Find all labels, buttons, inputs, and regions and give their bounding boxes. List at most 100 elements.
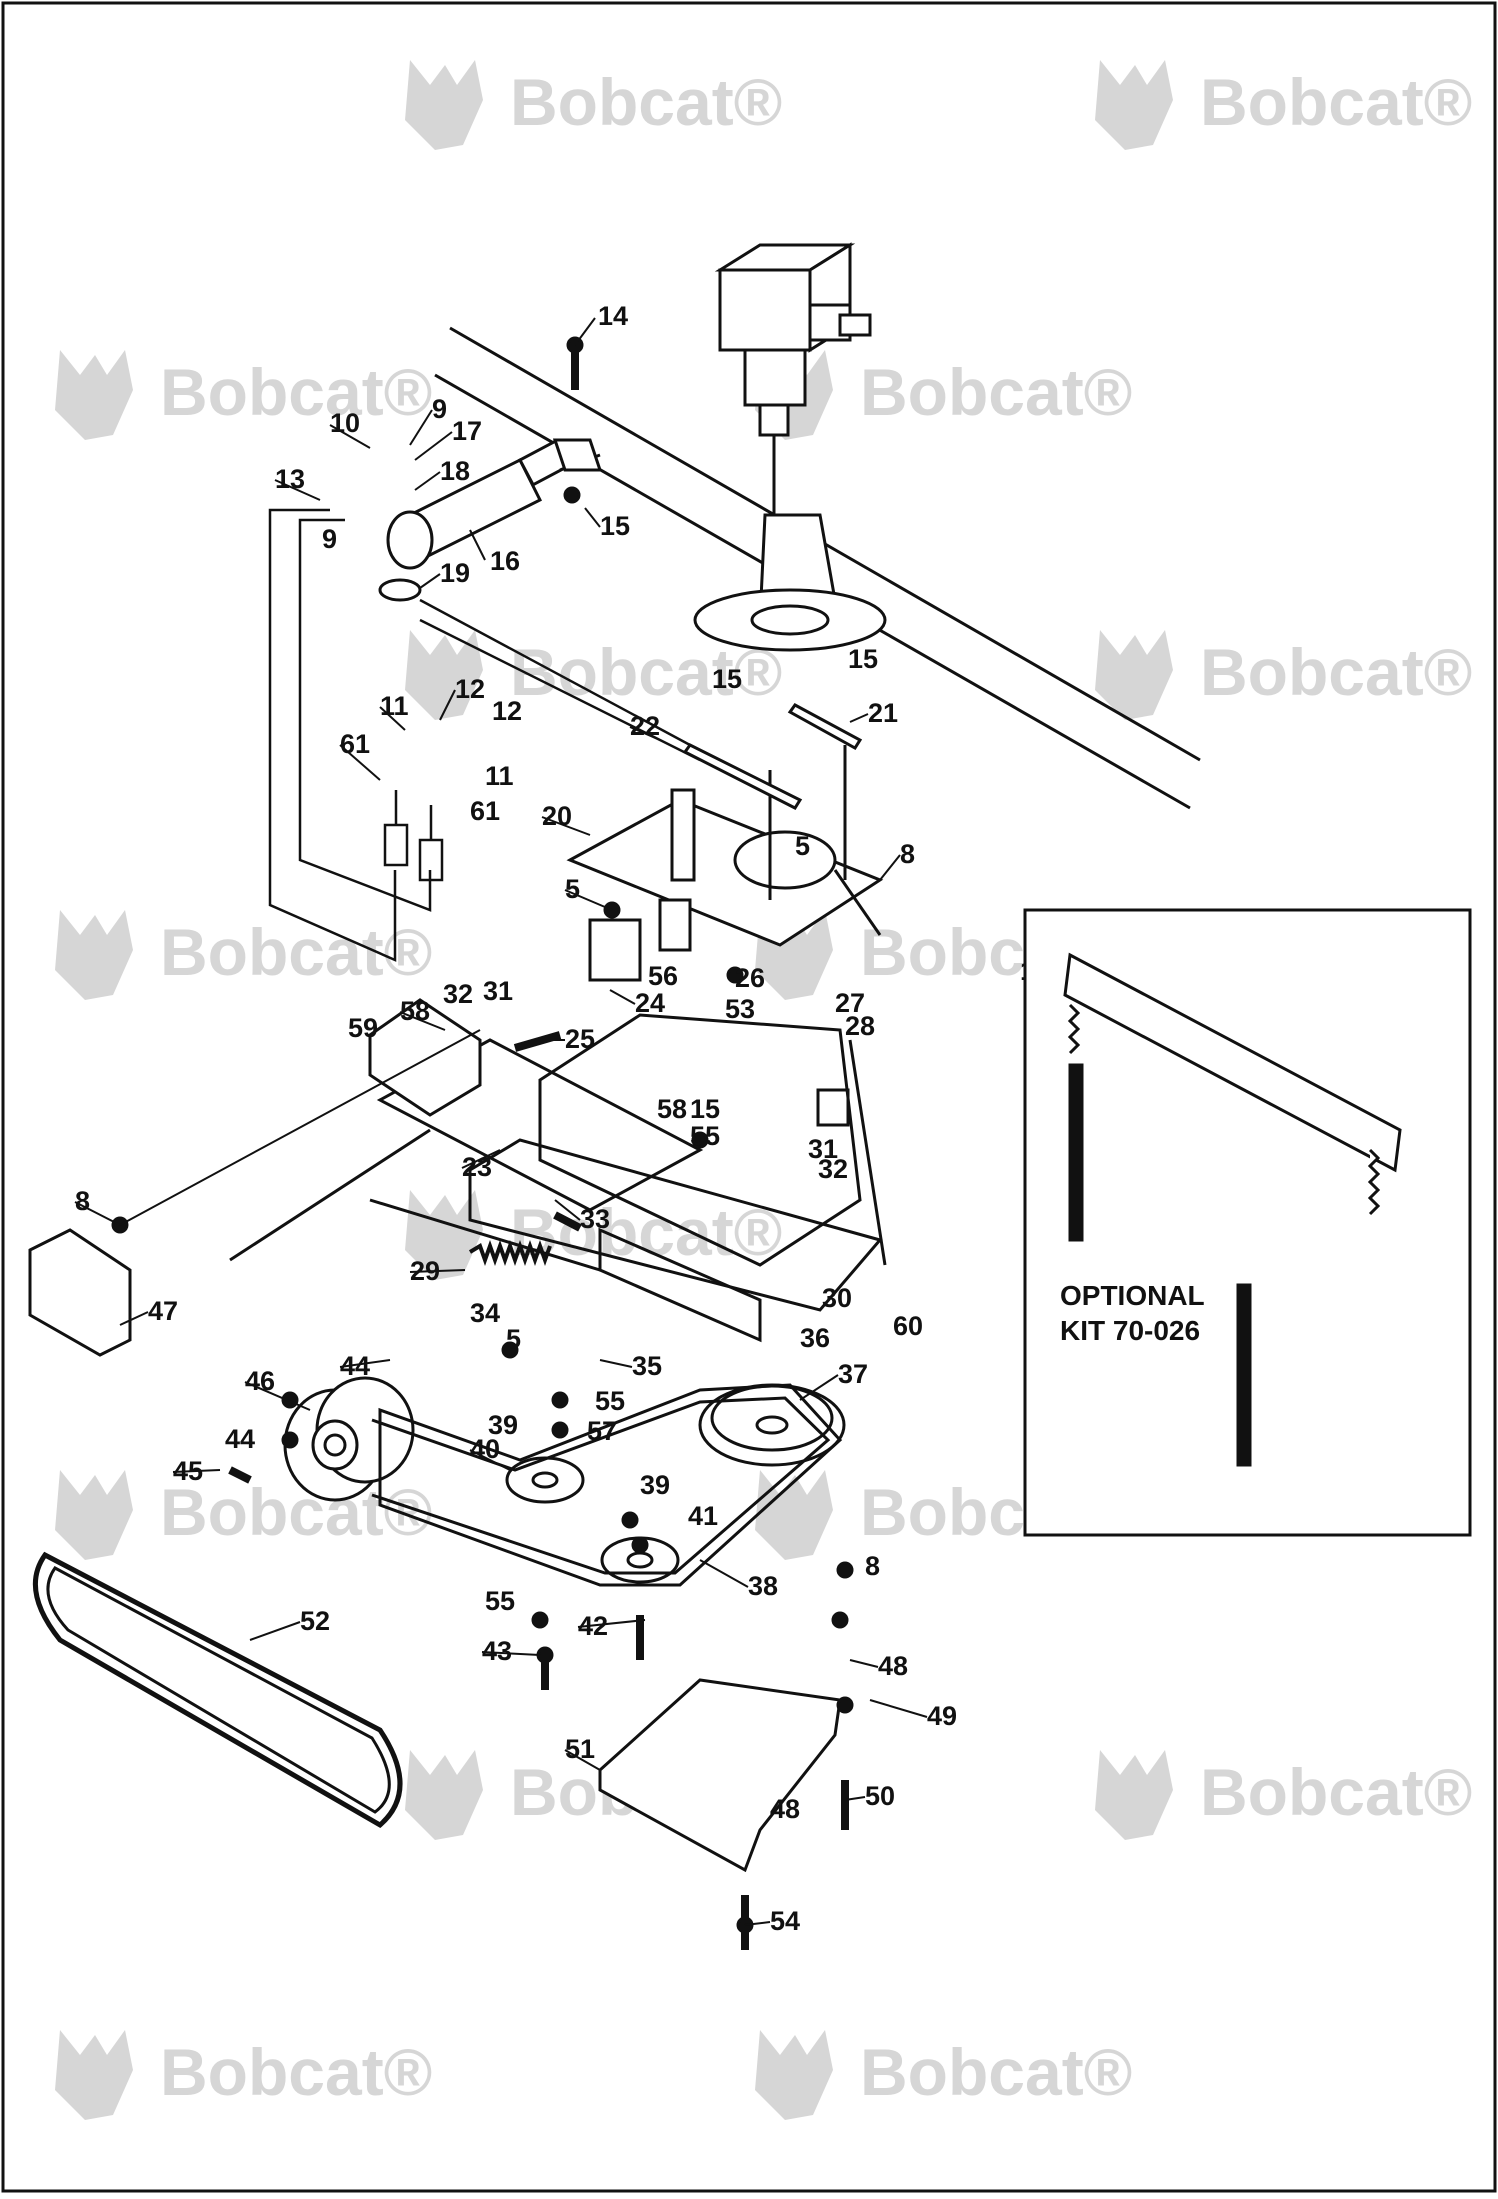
nut-fastener	[631, 1536, 649, 1554]
part-callout-47: 47	[148, 1296, 178, 1326]
part-callout-5: 5	[506, 1324, 521, 1354]
bobcat-watermark-logo: Bobcat®	[55, 1470, 432, 1560]
nut-fastener	[831, 1611, 849, 1629]
leader-line	[172, 1469, 221, 1473]
part-callout-48: 48	[770, 1794, 800, 1824]
part-callout-15: 15	[848, 644, 878, 674]
part-callout-22: 22	[630, 711, 660, 741]
part-callout-15: 15	[600, 511, 630, 541]
idler-pulley-41	[600, 1536, 680, 1584]
leader-line	[469, 1449, 511, 1471]
callout-labels: 1122345555678888991011111212131415151515…	[75, 301, 1437, 1936]
leader-line	[584, 507, 601, 528]
leader-line	[844, 1796, 866, 1801]
nut-fastener	[836, 1696, 854, 1714]
leader-line	[249, 1621, 301, 1641]
watermark-text: Bobcat®	[1200, 1755, 1472, 1829]
watermark-text: Bobcat®	[860, 2035, 1132, 2109]
nut-fastener	[551, 1421, 569, 1439]
leader-line	[119, 1029, 481, 1226]
part-callout-37: 37	[838, 1359, 868, 1389]
part-callout-15: 15	[690, 1094, 720, 1124]
part-callout-14: 14	[598, 301, 628, 331]
part-callout-55: 55	[690, 1121, 720, 1151]
bolt-fastener	[513, 1031, 562, 1052]
bobcat-watermark-logo: Bobcat®	[755, 2030, 1132, 2120]
part-callout-50: 50	[865, 1781, 895, 1811]
part-callout-43: 43	[482, 1636, 512, 1666]
spring-34	[468, 1240, 552, 1266]
idler-pulley-40	[505, 1456, 585, 1504]
part-callout-5: 5	[565, 874, 580, 904]
belt-38	[371, 1383, 843, 1587]
part-callout-19: 19	[440, 558, 470, 588]
hydraulic-hoses	[268, 508, 701, 962]
part-callout-25: 25	[565, 1024, 595, 1054]
nut-fastener	[281, 1431, 299, 1449]
leader-line	[744, 1921, 771, 1926]
part-callout-8: 8	[865, 1551, 880, 1581]
bracket-47	[28, 998, 482, 1357]
watermark-text: Bobcat®	[160, 2035, 432, 2109]
part-callout-56: 56	[648, 961, 678, 991]
kit-bar-3	[1063, 952, 1402, 1173]
part-callout-46: 46	[245, 1366, 275, 1396]
part-callout-61: 61	[340, 729, 370, 759]
leader-line	[274, 479, 321, 501]
part-callout-52: 52	[300, 1606, 330, 1636]
part-callout-30: 30	[822, 1283, 852, 1313]
part-callout-11: 11	[380, 691, 409, 721]
leader-line	[554, 1199, 581, 1221]
optional-kit-panel: OPTIONAL KIT 70-026	[1023, 908, 1472, 1537]
part-callout-27: 27	[835, 988, 865, 1018]
cylinder-16	[378, 438, 603, 602]
part-callout-15: 15	[712, 664, 742, 694]
watermark-text: Bobcat®	[160, 355, 432, 429]
pulley-46	[283, 1376, 415, 1502]
leader-line	[799, 1374, 839, 1401]
part-callout-40: 40	[470, 1434, 500, 1464]
leader-line	[577, 1619, 646, 1628]
part-callout-59: 59	[348, 1013, 378, 1043]
part-callout-31: 31	[808, 1134, 838, 1164]
part-callout-8: 8	[75, 1186, 90, 1216]
part-callout-35: 35	[632, 1351, 662, 1381]
part-callout-51: 51	[565, 1734, 595, 1764]
part-callout-11: 11	[485, 761, 514, 791]
part-callout-32: 32	[443, 979, 473, 1009]
bobcat-watermark-logo: Bobcat®	[1095, 1750, 1472, 1840]
leader-line	[409, 409, 433, 446]
part-callout-44: 44	[340, 1351, 370, 1381]
belt-52	[32, 1551, 403, 1829]
part-callout-55: 55	[595, 1386, 625, 1416]
leader-line	[414, 431, 453, 461]
part-callout-36: 36	[800, 1323, 830, 1353]
part-callout-20: 20	[542, 801, 572, 831]
part-callout-16: 16	[490, 546, 520, 576]
bobcat-watermark-logo: Bobcat®	[405, 630, 782, 720]
leader-line	[409, 1269, 466, 1273]
part-callout-39: 39	[640, 1470, 670, 1500]
leader-line	[469, 529, 486, 561]
bobcat-watermark-logo: Bobcat®	[1095, 630, 1472, 720]
part-callout-41: 41	[688, 1501, 718, 1531]
bobcat-watermark-logo: Bobcat®	[1095, 60, 1472, 150]
watermark-text: Bobcat®	[860, 355, 1132, 429]
leader-line	[244, 1381, 311, 1411]
leader-line	[564, 889, 613, 911]
kit-chain-left	[1068, 1063, 1084, 1242]
watermark-text: Bobcat®	[160, 1475, 432, 1549]
part-callout-31: 31	[483, 976, 513, 1006]
bobcat-watermark-logo: Bobcat®	[55, 2030, 432, 2120]
part-callout-45: 45	[173, 1456, 203, 1486]
part-callout-9: 9	[322, 524, 337, 554]
bobcat-watermark-logo: Bobcat®	[405, 60, 782, 150]
pulley-37	[698, 1383, 846, 1467]
bolt-fastener	[553, 1211, 582, 1232]
part-callout-9: 9	[432, 394, 447, 424]
belt-guard-51	[598, 1678, 842, 1873]
nut-fastener	[691, 1131, 709, 1149]
deck-frame	[229, 1013, 887, 1343]
optional-kit-number: KIT 70-026	[1060, 1315, 1200, 1346]
